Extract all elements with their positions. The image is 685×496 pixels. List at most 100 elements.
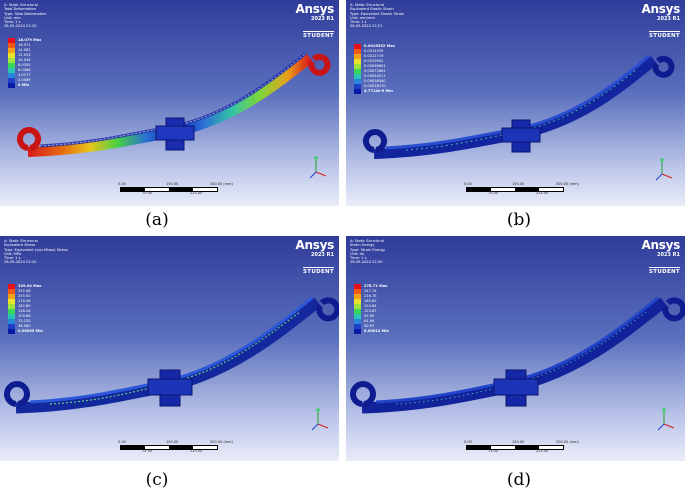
leaf-spring-model[interactable] — [346, 0, 685, 206]
legend-label: 0.00054511 — [364, 74, 386, 78]
info-line: 28-09-2024 22:21 — [350, 24, 383, 29]
brand-name: Ansys — [295, 238, 335, 252]
legend-swatch — [8, 314, 15, 319]
clamp-plate — [155, 125, 195, 141]
legend-label: 0.00090851 — [364, 64, 386, 68]
info-line: Type: Total Deformation — [4, 11, 47, 16]
legend-swatch — [354, 299, 361, 304]
info-line: A: Static Structural — [350, 3, 384, 7]
legend-swatch — [8, 43, 15, 48]
leaf-spring-model[interactable] — [0, 0, 339, 206]
info-line: Unit: mm/mm — [350, 15, 375, 20]
leaf-spring-model[interactable] — [0, 236, 339, 461]
result-viewport-a[interactable]: A: Static Structural Total Deformation T… — [0, 0, 339, 206]
legend-swatch — [354, 69, 361, 74]
legend-label: 0 Min — [18, 83, 30, 87]
legend-swatch — [8, 48, 15, 53]
legend-label: 146.24 — [18, 309, 31, 313]
legend-label: 219.36 — [18, 299, 31, 303]
legend-swatch — [8, 58, 15, 63]
caption-c: (c) — [145, 470, 169, 490]
result-info: A: Static Structural Total Deformation T… — [4, 3, 47, 29]
legend-label: 182.80 — [18, 304, 31, 308]
brand-name: Ansys — [641, 238, 681, 252]
scale-tick: 150.00 — [512, 440, 525, 444]
scale-bar: 0.00 150.00 300.00 (mm) 75.00 225.00 — [464, 182, 614, 196]
legend-label: 16.071 — [18, 43, 31, 47]
info-line: Type: Equivalent Elastic Strain — [350, 11, 405, 16]
scale-tick: 75.00 — [488, 191, 499, 195]
legend-label: 0.00072681 — [364, 69, 386, 73]
info-line: 28-09-2024 22:20 — [4, 24, 37, 29]
info-line: 28-09-2024 22:20 — [350, 260, 383, 265]
coordinate-triad — [309, 156, 327, 179]
legend-swatch — [8, 73, 15, 78]
info-line: Strain Energy — [350, 243, 375, 248]
legend-swatch — [8, 38, 15, 43]
legend-swatch — [8, 53, 15, 58]
ansys-logo: Ansys 2023 R1 STUDENT — [284, 3, 335, 41]
legend-swatch — [354, 89, 361, 94]
scale-tick: 0.00 — [118, 440, 126, 444]
legend-label: 255.92 — [18, 294, 31, 298]
legend-swatch — [354, 59, 361, 64]
scale-tick: 150.00 — [166, 440, 179, 444]
info-line: Unit: mm — [4, 15, 21, 20]
legend-swatch — [8, 83, 15, 88]
scale-tick: 75.00 — [142, 449, 153, 453]
clamp-plate — [501, 127, 541, 143]
legend-swatch — [8, 319, 15, 324]
legend-swatch — [354, 304, 361, 309]
legend-label: 0.0014535 — [364, 49, 384, 53]
scale-tick: 75.00 — [488, 449, 499, 453]
coordinate-triad — [655, 158, 673, 181]
result-viewport-c[interactable]: A: Static Structural Equivalent Stress T… — [0, 236, 339, 461]
legend-label: 4.0177 — [18, 73, 31, 77]
legend-label: 185.81 — [364, 299, 377, 303]
legend-swatch — [354, 329, 361, 334]
legend-swatch — [354, 74, 361, 79]
scale-tick: 225.00 — [190, 449, 203, 453]
legend-swatch — [8, 284, 15, 289]
brand-tag: STUDENT — [649, 31, 680, 39]
info-line: A: Static Structural — [4, 3, 38, 7]
legend-swatch — [354, 319, 361, 324]
info-line: Unit: MPa — [4, 251, 21, 256]
result-info: A: Static Structural Equivalent Elastic … — [350, 3, 404, 29]
eye-left — [363, 129, 387, 153]
legend-swatch — [354, 289, 361, 294]
legend-label: 0.00012 Min — [364, 329, 389, 333]
caption-d: (d) — [506, 470, 532, 490]
legend-swatch — [354, 84, 361, 89]
brand-tag: STUDENT — [303, 31, 334, 39]
legend-label: 36.560 — [18, 324, 31, 328]
leaf-spring-model[interactable] — [346, 236, 685, 461]
info-line: A: Static Structural — [350, 239, 384, 243]
info-line: Total Deformation — [4, 7, 36, 12]
scale-tick: 0.00 — [118, 182, 126, 186]
legend-label: 73.120 — [18, 319, 31, 323]
legend-label: 14.062 — [18, 48, 31, 52]
legend-swatch — [8, 294, 15, 299]
info-line: 28-09-2024 22:20 — [4, 260, 37, 265]
legend-label: 2.0089 — [18, 78, 31, 82]
legend-label: 18.079 Max — [18, 38, 42, 42]
brand-version: 2023 R1 — [311, 16, 334, 22]
result-info: A: Static Structural Strain Energy Type:… — [350, 239, 385, 265]
spring-leaf-highlight — [49, 311, 301, 405]
legend-swatch — [354, 294, 361, 299]
legend-swatch — [354, 314, 361, 319]
legend-swatch — [8, 304, 15, 309]
legend-swatch — [354, 54, 361, 59]
result-viewport-b[interactable]: A: Static Structural Equivalent Elastic … — [346, 0, 685, 206]
brand-tag: STUDENT — [303, 267, 334, 275]
legend-swatch — [8, 309, 15, 314]
result-viewport-d[interactable]: A: Static Structural Strain Energy Type:… — [346, 236, 685, 461]
legend-label: 61.94 — [364, 319, 375, 323]
legend-label: 329.04 Max — [18, 284, 42, 288]
legend-label: 109.68 — [18, 314, 31, 318]
legend-swatch — [8, 63, 15, 68]
legend-label: 216.78 — [364, 294, 377, 298]
legend-swatch — [354, 309, 361, 314]
brand-version: 2023 R1 — [657, 16, 680, 22]
